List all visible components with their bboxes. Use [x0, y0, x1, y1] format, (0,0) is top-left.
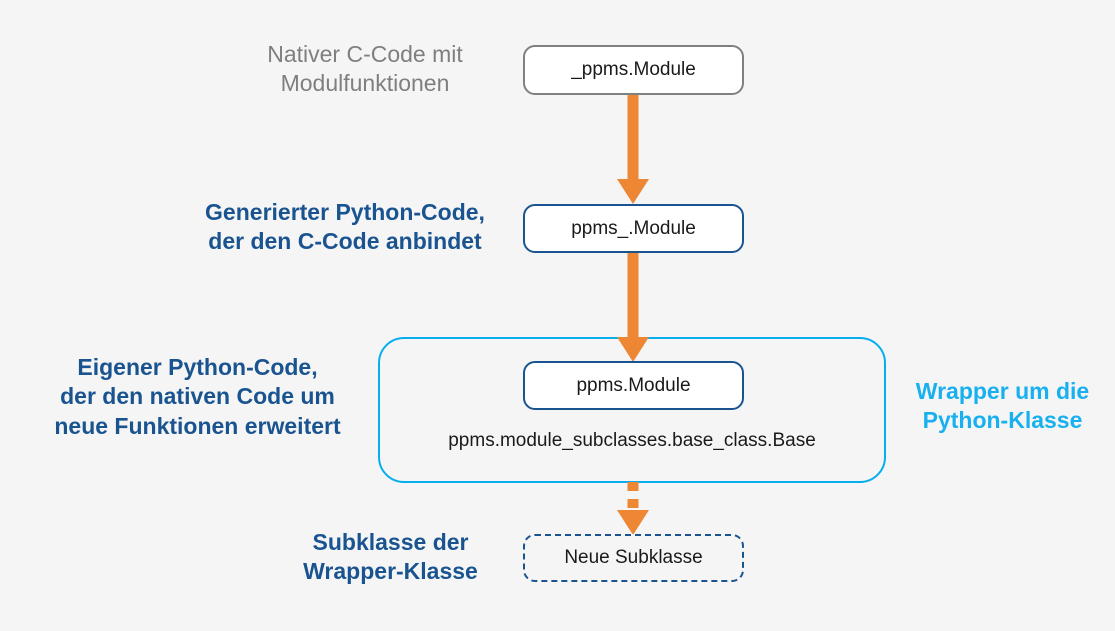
node-generated-module[interactable]: ppms_.Module [523, 204, 744, 253]
arrow-generated-to-module-icon [617, 252, 649, 362]
label-own-python-code: Eigener Python-Code, der den nativen Cod… [54, 354, 341, 439]
node-native-module[interactable]: _ppms.Module [523, 45, 744, 95]
node-new-subclass[interactable]: Neue Subklasse [523, 534, 744, 582]
label-generated-python-code: Generierter Python-Code, der den C-Code … [205, 199, 485, 255]
node-ppms-module[interactable]: ppms.Module [523, 361, 744, 410]
label-subclass-of-wrapper: Subklasse der Wrapper-Klasse [303, 529, 478, 585]
node-base-class-label: ppms.module_subclasses.base_class.Base [448, 430, 816, 451]
label-native-c-code: Nativer C-Code mit Modulfunktionen [267, 41, 463, 97]
arrow-module-to-subclass-icon [617, 482, 649, 535]
label-wrapper-python-class: Wrapper um die Python-Klasse [915, 378, 1090, 434]
arrow-native-to-generated-icon [617, 93, 649, 204]
